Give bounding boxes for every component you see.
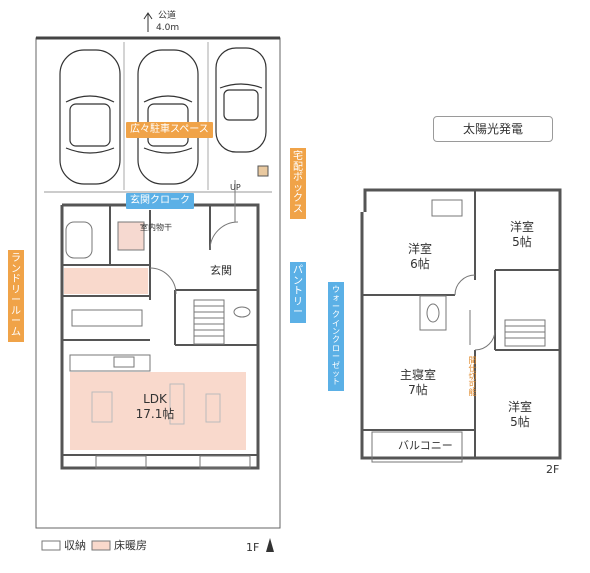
north-arrow [143, 12, 153, 32]
pantry-tag: パントリー [290, 262, 306, 323]
floor2-walls [360, 188, 562, 460]
car-right [215, 47, 267, 153]
delivery-box [257, 165, 269, 177]
fixtures-1f [65, 180, 251, 469]
laundry-tag: ランドリールーム [8, 250, 24, 342]
interior-walls-1f [62, 205, 258, 456]
road-label: 公道 [158, 11, 177, 21]
floor2-interior [362, 190, 560, 458]
master-name: 主寝室 [399, 368, 436, 382]
room-b-name: 洋室 [509, 220, 534, 234]
room-a-size: 6帖 [410, 257, 430, 271]
car-left [59, 49, 121, 185]
up-label: UP [230, 183, 241, 192]
floor2-label: 2F [546, 463, 560, 476]
ldk-furniture [91, 383, 221, 425]
walkin-closet-tag: ウォークインクローゼット [328, 282, 344, 391]
room-b: 洋室 5帖 [492, 220, 552, 250]
legend-storage-swatch [41, 540, 61, 551]
room-a-name: 洋室 [407, 242, 432, 256]
room-c-size: 5帖 [510, 415, 530, 429]
solar-label: 太陽光発電 [433, 116, 553, 142]
balcony-label: バルコニー [398, 439, 453, 452]
master-room: 主寝室 7帖 [388, 368, 448, 398]
ldk-name: LDK [143, 392, 167, 406]
legend-heating-swatch [91, 540, 111, 551]
legend-storage-label: 収納 [64, 539, 86, 552]
room-a: 洋室 6帖 [390, 242, 450, 272]
floor1-label: 1F [246, 541, 260, 554]
master-size: 7帖 [408, 383, 428, 397]
parking-tag: 広々駐車スペース [126, 122, 213, 138]
heating-ldk [70, 372, 246, 450]
room-c-name: 洋室 [507, 400, 532, 414]
ldk-size: 17.1帖 [135, 407, 175, 421]
partition-note: 間仕切可能 [468, 356, 477, 396]
compass-icon [266, 538, 274, 552]
genkan-label: 玄関 [210, 264, 232, 277]
indoor-dry-label: 室内物干 [140, 223, 172, 232]
ldk-room: LDK 17.1帖 [120, 392, 190, 422]
legend-heating-label: 床暖房 [114, 539, 147, 552]
room-b-size: 5帖 [512, 235, 532, 249]
room-c: 洋室 5帖 [490, 400, 550, 430]
road-width: 4.0m [156, 23, 180, 33]
delivery-box-tag: 宅配ボックス [290, 148, 306, 219]
cloak-tag: 玄関クローク [126, 193, 194, 209]
parking-area [44, 42, 272, 192]
heating-laundry [64, 268, 148, 294]
floor2-fixtures [371, 199, 546, 463]
